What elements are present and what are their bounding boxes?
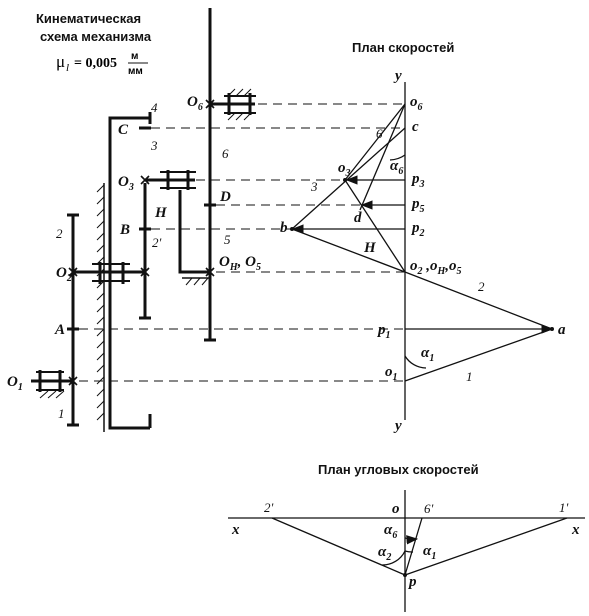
label-alpha1-plan: α1 bbox=[421, 345, 434, 364]
label-one-plan: 1 bbox=[466, 369, 473, 384]
label-alpha2-ang: α2 bbox=[378, 544, 391, 563]
bearing-o1 bbox=[31, 370, 73, 399]
label-o6: O6 bbox=[187, 94, 203, 113]
line-o3-oh bbox=[344, 179, 406, 273]
label-p-ang: p bbox=[407, 574, 417, 590]
label-o1-plan: o1 bbox=[385, 364, 398, 383]
scheme-title: Кинематическая схема механизма bbox=[36, 11, 152, 44]
angle-alpha6-ang bbox=[404, 535, 419, 545]
ray-1prime bbox=[404, 517, 568, 576]
angle-alpha1-arc bbox=[404, 355, 427, 369]
label-o3: O3 bbox=[118, 174, 134, 193]
label-h-plan: H bbox=[363, 240, 377, 256]
bearing-o6 bbox=[210, 88, 256, 121]
line-o3-o6 bbox=[344, 103, 406, 181]
label-d: D bbox=[219, 189, 231, 205]
angular-plan-labels: x x 2' o 6' 1' α6 α2 α1 p bbox=[231, 500, 580, 590]
point-p-dot bbox=[403, 573, 407, 577]
scheme-title-line2: схема механизма bbox=[40, 29, 152, 44]
label-x-right: x bbox=[571, 522, 580, 538]
line-d-o6 bbox=[359, 103, 406, 211]
label-alpha1-ang: α1 bbox=[423, 543, 436, 562]
label-y-bottom: y bbox=[393, 418, 402, 434]
line-b-c bbox=[291, 127, 406, 230]
ray-6prime bbox=[404, 517, 423, 576]
scale-unit-den: мм bbox=[128, 66, 143, 77]
angle-alpha1-ang bbox=[404, 550, 414, 553]
line-b-o2 bbox=[291, 228, 406, 273]
label-o3-plan: o3 bbox=[338, 160, 351, 179]
mechanism-labels: O6 C O3 B O2 A O1 H D OH, O5 4 3 6 2' 5 … bbox=[7, 94, 261, 421]
label-p5: p5 bbox=[410, 196, 425, 215]
velocity-plan bbox=[290, 82, 554, 420]
label-num-2: 2 bbox=[56, 226, 63, 241]
carrier-base-hatch bbox=[182, 277, 210, 286]
velocity-plan-labels: y y o6 c 6 o3 α6 p3 3 p5 d b p2 H o2 ,oH… bbox=[280, 68, 566, 434]
label-a-plan: a bbox=[558, 322, 566, 338]
label-c-plan: c bbox=[412, 119, 419, 135]
label-1prime: 1' bbox=[559, 500, 569, 515]
bearing-o3 bbox=[160, 170, 196, 190]
point-b-dot bbox=[290, 227, 294, 231]
ring-gear-4 bbox=[108, 116, 150, 430]
label-six-plan: 6 bbox=[376, 126, 383, 141]
label-two-plan: 2 bbox=[478, 279, 485, 294]
scale-symbol: μ bbox=[56, 52, 65, 71]
label-alpha6-ang: α6 bbox=[384, 522, 397, 541]
label-o-ang: o bbox=[392, 501, 400, 517]
scale-sub: l bbox=[66, 62, 69, 74]
label-b-plan: b bbox=[280, 220, 288, 236]
label-o6-plan: o6 bbox=[410, 94, 423, 113]
label-b: B bbox=[119, 222, 130, 238]
point-a-dot bbox=[550, 327, 554, 331]
label-num-3: 3 bbox=[150, 138, 158, 153]
label-2prime: 2' bbox=[264, 500, 274, 515]
label-num-1: 1 bbox=[58, 406, 65, 421]
line-o2-a bbox=[404, 271, 553, 330]
angle-alpha6-arc bbox=[389, 154, 406, 161]
label-y-top: y bbox=[393, 68, 402, 84]
label-three-plan: 3 bbox=[310, 179, 318, 194]
angle-alpha2-ang bbox=[381, 550, 406, 566]
scheme-title-line1: Кинематическая bbox=[36, 11, 141, 26]
label-d-plan: d bbox=[354, 210, 362, 226]
label-alpha6-plan: α6 bbox=[390, 158, 403, 177]
label-o1: O1 bbox=[7, 374, 23, 393]
point-o3-dot bbox=[343, 178, 347, 182]
label-num-6: 6 bbox=[222, 146, 229, 161]
label-6prime: 6' bbox=[424, 501, 434, 516]
angular-plan bbox=[228, 490, 585, 612]
projection-lines bbox=[79, 103, 405, 382]
carrier-h bbox=[178, 190, 210, 274]
label-num-2p: 2' bbox=[152, 235, 162, 250]
label-h: H bbox=[154, 205, 168, 221]
scale-formula: μ l = 0,005 м мм bbox=[56, 51, 148, 77]
scale-unit-num: м bbox=[131, 51, 138, 62]
label-p2: p2 bbox=[410, 220, 425, 239]
label-num-4: 4 bbox=[151, 100, 158, 115]
velocity-plan-title: План скоростей bbox=[352, 40, 454, 55]
line-o1-a bbox=[404, 328, 553, 382]
label-oh-o5: OH, O5 bbox=[219, 254, 261, 273]
kinematic-scheme bbox=[31, 8, 256, 432]
label-x-left: x bbox=[231, 522, 240, 538]
ground-hatching bbox=[96, 184, 105, 421]
scale-value: = 0,005 bbox=[74, 56, 117, 71]
label-a: A bbox=[54, 322, 65, 338]
label-c: C bbox=[118, 122, 129, 138]
label-o2-oh-o5: o2 ,oH,o5 bbox=[410, 258, 462, 277]
label-p3: p3 bbox=[410, 171, 425, 190]
angular-plan-title: План угловых скоростей bbox=[318, 462, 479, 477]
label-o2: O2 bbox=[56, 265, 72, 284]
label-num-5: 5 bbox=[224, 232, 231, 247]
joint-markers bbox=[68, 99, 215, 386]
label-p1: p1 bbox=[376, 322, 391, 341]
